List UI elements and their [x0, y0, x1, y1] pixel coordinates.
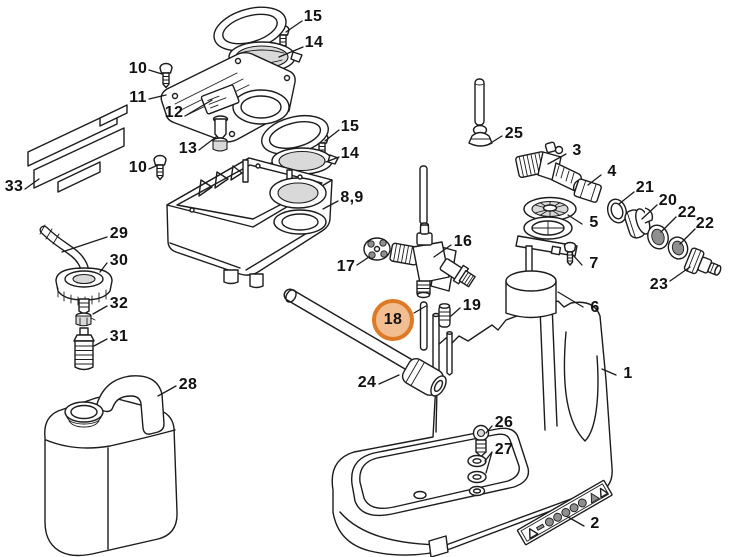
callout-19[interactable]: 19 [462, 297, 482, 314]
part-27-washers [467, 454, 487, 497]
callout-32[interactable]: 32 [109, 295, 129, 312]
part-7-screw [563, 241, 577, 266]
part-21-o-ring [606, 198, 628, 224]
warning-triangle-icon [528, 528, 539, 540]
callout-29[interactable]: 29 [109, 225, 129, 242]
callout-16[interactable]: 16 [453, 233, 473, 250]
leader-lines [24, 20, 696, 527]
part-2-safety-label [516, 479, 613, 546]
part-19-sleeve [438, 303, 451, 328]
part-22-seal-a [647, 224, 669, 250]
circle-pictogram-icon [569, 503, 579, 513]
callout-15b[interactable]: 15 [340, 118, 360, 135]
callout-20[interactable]: 20 [658, 192, 678, 209]
callout-21[interactable]: 21 [635, 179, 655, 196]
part-30-grommet-cap [55, 267, 113, 315]
part-10-screw-upper [159, 62, 173, 89]
callout-1[interactable]: 1 [623, 365, 633, 382]
callout-3[interactable]: 3 [572, 142, 582, 159]
circle-pictogram-icon [553, 512, 563, 522]
callout-22a[interactable]: 22 [677, 204, 697, 221]
callout-8-9[interactable]: 8,9 [340, 189, 364, 206]
part-pump-head [515, 216, 578, 290]
callout-22b[interactable]: 22 [695, 215, 715, 232]
circle-pictogram-icon [577, 498, 587, 508]
part-24-suction-tube [283, 288, 447, 397]
callout-10b[interactable]: 10 [128, 159, 148, 176]
part-16-valve-assembly [389, 222, 476, 299]
part-18-tube [419, 301, 428, 351]
part-28-canister [44, 375, 178, 557]
callout-2[interactable]: 2 [590, 515, 600, 532]
callout-12[interactable]: 12 [164, 104, 184, 121]
callout-30[interactable]: 30 [109, 252, 129, 269]
part-5-diaphragm-disc [523, 196, 577, 222]
part-4-cap-nut [573, 178, 602, 203]
callout-6[interactable]: 6 [590, 299, 600, 316]
callout-31[interactable]: 31 [109, 328, 129, 345]
callout-25[interactable]: 25 [504, 125, 524, 142]
callout-24[interactable]: 24 [357, 374, 377, 391]
callout-28[interactable]: 28 [178, 376, 198, 393]
dash-icon [535, 523, 545, 531]
callout-17[interactable]: 17 [336, 258, 356, 275]
callout-27[interactable]: 27 [494, 441, 514, 458]
callout-7[interactable]: 7 [589, 255, 599, 272]
circle-pictogram-icon [561, 508, 571, 517]
part-32-nut [75, 312, 96, 327]
callout-5[interactable]: 5 [589, 214, 599, 231]
callout-14a[interactable]: 14 [304, 34, 324, 51]
part-25-nozzle [468, 78, 493, 147]
part-14-filler-cap-upper [213, 6, 303, 73]
part-8-9-tank-housing [166, 157, 333, 289]
part-22-seal-b [667, 236, 689, 260]
warning-triangle-icon [590, 492, 601, 504]
callout-33[interactable]: 33 [4, 178, 24, 195]
part-17-valve-knob [363, 237, 391, 261]
callout-14b[interactable]: 14 [340, 145, 360, 162]
part-6-pressure-cylinder [505, 270, 557, 319]
part-23-connector [683, 247, 722, 276]
part-11-cover-plate [160, 52, 296, 152]
callout-15a[interactable]: 15 [303, 8, 323, 25]
callout-4[interactable]: 4 [607, 163, 617, 180]
part-10-screw-lower [153, 154, 167, 181]
circle-pictogram-icon [544, 517, 554, 527]
callout-10a[interactable]: 10 [128, 60, 148, 77]
warning-triangle-icon [599, 487, 609, 499]
part-31-strainer [73, 327, 95, 371]
part-20-coupling [624, 207, 654, 239]
part-16-riser-tube [419, 165, 428, 225]
part-33-label-set [27, 104, 128, 193]
callout-26[interactable]: 26 [494, 414, 514, 431]
part-26-screw [472, 424, 490, 458]
callout-18[interactable]: 18 [372, 299, 414, 341]
callout-13[interactable]: 13 [178, 140, 198, 157]
callout-11[interactable]: 11 [129, 89, 147, 106]
callout-23[interactable]: 23 [649, 276, 669, 293]
part-1-standoff-pins [432, 312, 453, 376]
